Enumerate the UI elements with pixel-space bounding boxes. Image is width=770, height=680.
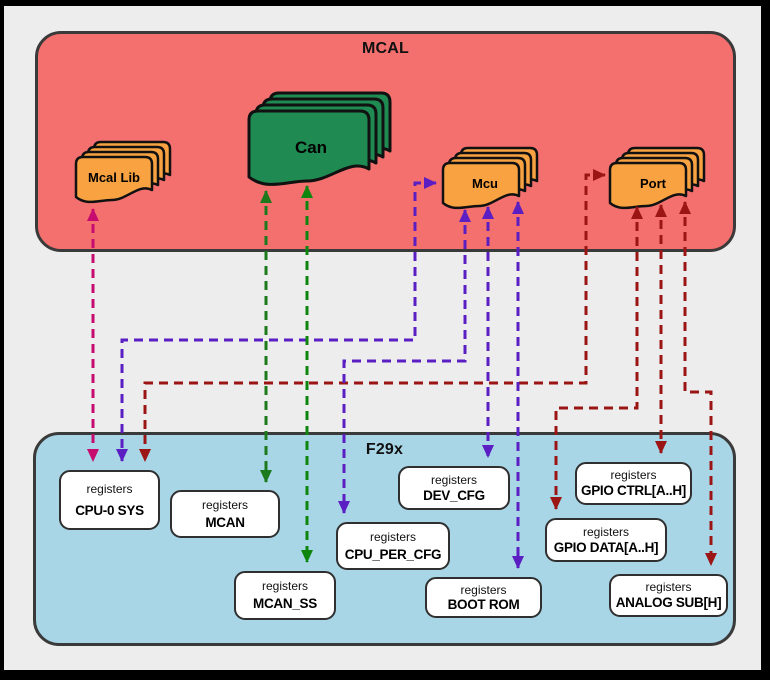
mcu-module: Mcu (441, 146, 541, 221)
register-name: ANALOG SUB[H] (615, 595, 722, 611)
stacked-documents-icon: Can (247, 91, 392, 186)
diagram-canvas: MCAL F29x Mcal Lib Can (4, 6, 761, 670)
register-block-cpu-per-cfg: registers CPU_PER_CFG (336, 522, 450, 570)
register-caption: registers (610, 468, 657, 483)
register-name: BOOT ROM (447, 597, 520, 612)
can-module: Can (247, 91, 396, 200)
register-name: MCAN (205, 514, 245, 530)
mcu-label: Mcu (472, 176, 498, 191)
can-label: Can (295, 138, 327, 157)
f29x-title: F29x (365, 441, 404, 458)
register-caption: registers (201, 497, 248, 512)
stacked-documents-icon: Port (608, 146, 706, 210)
mcal-lib-label: Mcal Lib (88, 170, 140, 185)
register-name: DEV_CFG (423, 488, 485, 503)
register-block-mcan-ss: registers MCAN_SS (234, 571, 336, 620)
register-block-analog-sub: registers ANALOG SUB[H] (609, 574, 728, 617)
register-caption: registers (369, 529, 416, 544)
register-caption: registers (86, 481, 133, 496)
register-name: CPU-0 SYS (75, 502, 144, 518)
port-label: Port (640, 176, 667, 191)
register-block-boot-rom: registers BOOT ROM (425, 577, 542, 618)
stacked-documents-icon: Mcu (441, 146, 539, 210)
register-caption: registers (645, 580, 692, 595)
register-caption: registers (460, 582, 507, 597)
register-caption: registers (261, 579, 308, 594)
register-caption: registers (582, 524, 629, 539)
register-block-gpio-data: registers GPIO DATA[A..H] (545, 518, 667, 562)
register-name: GPIO CTRL[A..H] (581, 483, 686, 499)
register-name: MCAN_SS (253, 596, 317, 612)
register-block-mcan: registers MCAN (170, 490, 280, 538)
mcal-title: MCAL (361, 40, 409, 57)
register-caption: registers (430, 472, 477, 487)
register-name: GPIO DATA[A..H] (553, 540, 659, 555)
register-block-cpu0-sys: registers CPU-0 SYS (59, 470, 160, 530)
port-module: Port (608, 146, 708, 221)
register-name: CPU_PER_CFG (344, 546, 442, 562)
register-block-dev-cfg: registers DEV_CFG (398, 466, 510, 510)
stacked-documents-icon: Mcal Lib (74, 140, 172, 204)
register-block-gpio-ctrl: registers GPIO CTRL[A..H] (575, 462, 692, 505)
mcal-lib-module: Mcal Lib (74, 140, 174, 215)
